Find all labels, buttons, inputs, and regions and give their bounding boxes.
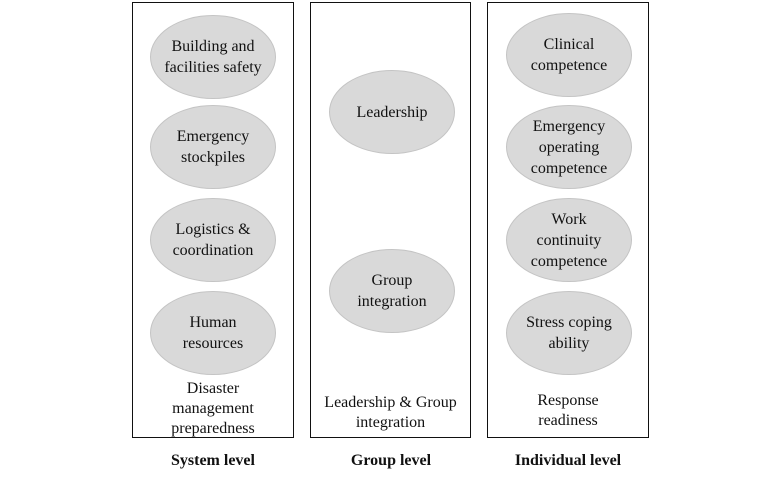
emergency-stockpiles-ellipse: Emergency stockpiles — [150, 105, 276, 189]
building-facilities-safety-label: Building and facilities safety — [164, 38, 262, 76]
individual-panel-caption: Response readiness — [537, 392, 599, 429]
human-resources-label: Human resources — [182, 314, 244, 352]
individual-level-label: Individual level — [514, 452, 622, 469]
clinical-competence-ellipse: Clinical competence — [506, 13, 632, 97]
system-panel-caption: Disaster management preparedness — [171, 380, 255, 437]
emergency-operating-competence-label: Emergency operating competence — [530, 117, 608, 177]
group-level-label: Group level — [350, 452, 432, 469]
system-level-panel: Building and facilities safety Emergency… — [132, 2, 294, 438]
logistics-coordination-ellipse: Logistics & coordination — [150, 198, 276, 282]
clinical-competence-label: Clinical competence — [530, 36, 608, 74]
group-integration-ellipse: Group integration — [329, 249, 455, 333]
logistics-coordination-label: Logistics & coordination — [172, 221, 254, 259]
emergency-stockpiles-label: Emergency stockpiles — [176, 128, 250, 166]
group-panel-caption: Leadership & Group integration — [324, 394, 457, 431]
leadership-label: Leadership — [356, 103, 428, 121]
group-level-panel: Leadership Group integration Leadership … — [310, 2, 471, 438]
group-integration-label: Group integration — [357, 272, 427, 310]
human-resources-ellipse: Human resources — [150, 291, 276, 375]
leadership-ellipse: Leadership — [329, 70, 455, 154]
individual-level-panel: Clinical competence Emergency operating … — [487, 2, 649, 438]
system-level-label: System level — [171, 452, 255, 469]
work-continuity-competence-ellipse: Work continuity competence — [506, 198, 632, 282]
building-facilities-safety-ellipse: Building and facilities safety — [150, 15, 276, 99]
emergency-operating-competence-ellipse: Emergency operating competence — [506, 105, 632, 189]
work-continuity-competence-label: Work continuity competence — [530, 210, 608, 270]
stress-coping-ability-label: Stress coping ability — [526, 314, 612, 352]
stress-coping-ability-ellipse: Stress coping ability — [506, 291, 632, 375]
